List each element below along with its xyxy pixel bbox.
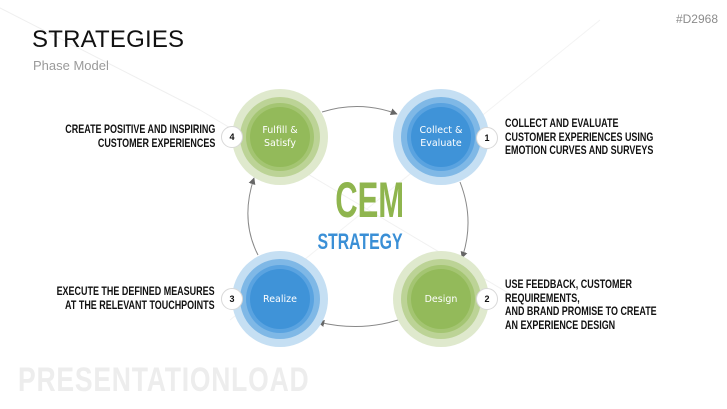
phase-3-label: Realize: [250, 269, 310, 329]
phase-2-description: USE FEEDBACK, CUSTOMER REQUIREMENTS, AND…: [505, 279, 657, 332]
center-subtitle: STRATEGY: [317, 229, 403, 254]
phase-3-number: 3: [221, 288, 243, 310]
phase-3-circle: Realize: [232, 251, 328, 347]
arrow-1-to-2: [459, 181, 469, 259]
arrow-3-to-4: [247, 177, 259, 256]
phase-1-circle: Collect & Evaluate: [393, 89, 489, 185]
phase-4-description: CREATE POSITIVE AND INSPIRING CUSTOMER E…: [64, 124, 215, 150]
arrow-4-to-1: [321, 105, 398, 116]
phase-4-number: 4: [221, 126, 243, 148]
slide-code: #D2968: [675, 12, 718, 26]
phase-1-number: 1: [476, 127, 498, 149]
center-title: CEM: [335, 172, 405, 228]
arrow-2-to-3: [317, 319, 399, 327]
phase-2-circle: Design: [393, 251, 489, 347]
phase-2-label: Design: [411, 269, 471, 329]
page-subtitle: Phase Model: [33, 58, 109, 73]
phase-3-description: EXECUTE THE DEFINED MEASURES AT THE RELE…: [57, 286, 215, 312]
watermark: PRESENTATIONLOAD: [18, 361, 310, 399]
phase-2-number: 2: [476, 288, 498, 310]
phase-4-circle: Fulfill & Satisfy: [232, 89, 328, 185]
phase-1-label: Collect & Evaluate: [411, 107, 471, 167]
page-title: STRATEGIES: [32, 26, 185, 53]
phase-1-description: COLLECT AND EVALUATE CUSTOMER EXPERIENCE…: [505, 118, 654, 157]
phase-4-label: Fulfill & Satisfy: [250, 107, 310, 167]
